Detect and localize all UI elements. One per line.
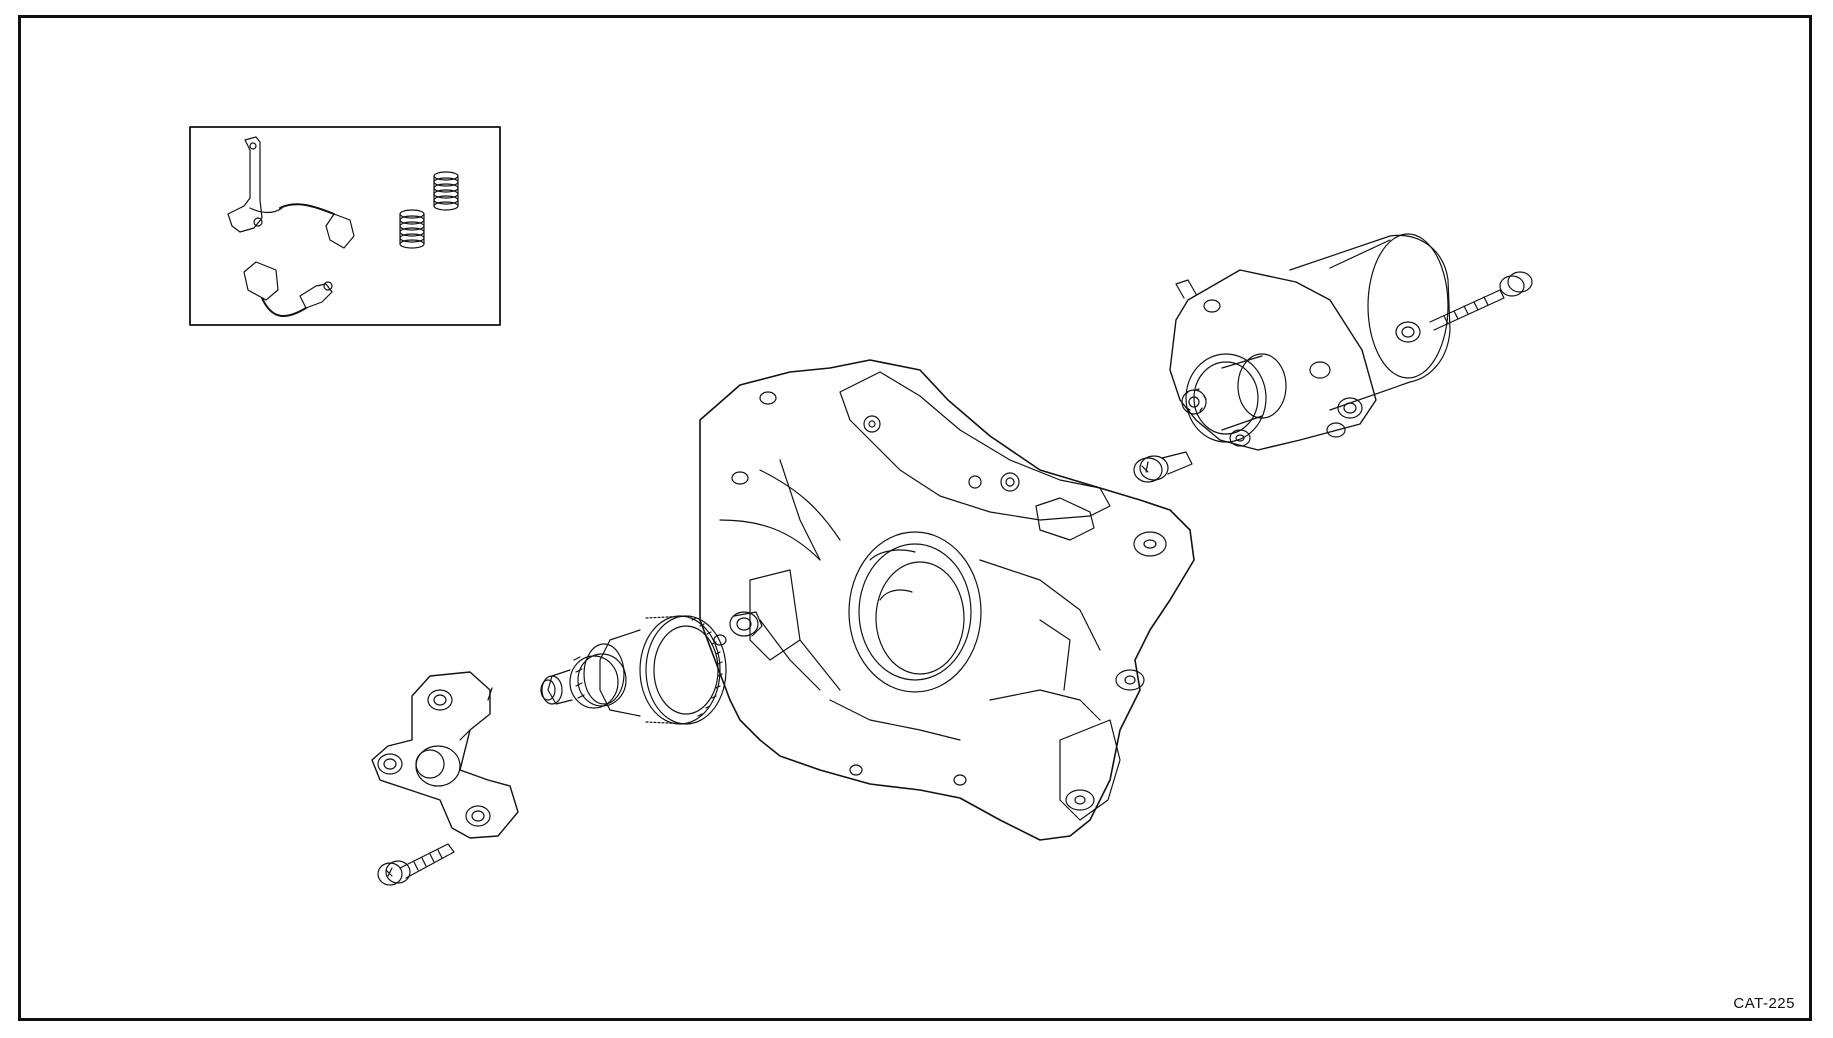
brush-lead bbox=[243, 261, 333, 317]
brush-spring-2 bbox=[399, 209, 425, 249]
bracket-bolt bbox=[377, 843, 455, 886]
starter-gear-assembly bbox=[540, 611, 763, 725]
motor-cap-screw bbox=[1133, 451, 1193, 483]
catalog-code: CAT-225 bbox=[1733, 995, 1795, 1012]
crankcase-half bbox=[699, 359, 1195, 841]
drawing-frame bbox=[18, 15, 1812, 1021]
inset-brush-kit bbox=[189, 126, 501, 326]
brush-bracket bbox=[227, 136, 355, 249]
starter-motor bbox=[1169, 233, 1533, 451]
brush-spring-1 bbox=[433, 171, 459, 211]
gear-support-bracket bbox=[371, 671, 519, 839]
